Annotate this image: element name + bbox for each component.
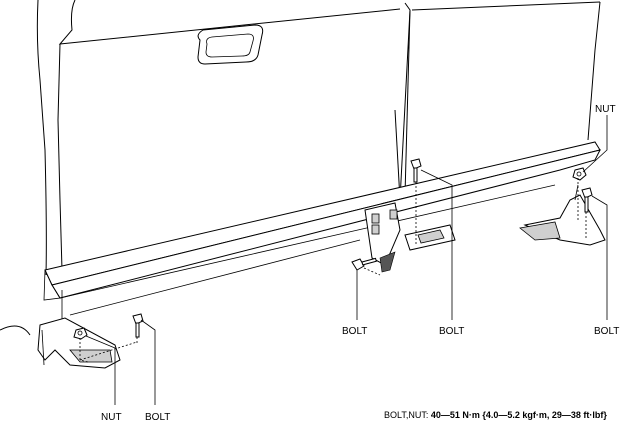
torque-specification: BOLT,NUT: 40—51 N·m {4.0—5.2 kgf·m, 29—3… [384, 410, 607, 420]
label-bolt-center-left: BOLT [342, 326, 367, 337]
vehicle-body-rear-panel [0, 0, 401, 336]
torque-spec-value: 40—51 N·m {4.0—5.2 kgf·m, 29—38 ft·lbf} [431, 410, 608, 420]
right-mounting-bracket [519, 184, 606, 246]
left-nut-icon [73, 327, 88, 340]
label-bolt-right: BOLT [594, 326, 619, 337]
side-step [43, 141, 601, 320]
center-mounting-bracket [364, 202, 456, 273]
label-bolt-center-right: BOLT [439, 326, 464, 337]
installation-paths [79, 178, 587, 363]
right-bolt-icon [581, 187, 593, 213]
right-nut-icon [572, 167, 587, 181]
label-bolt-left: BOLT [145, 412, 170, 423]
center-upper-bolt-icon [410, 158, 422, 183]
vehicle-body-front-door [394, 1, 601, 201]
label-nut-right: NUT [595, 104, 616, 115]
fasteners [73, 158, 593, 340]
label-nut-left: NUT [101, 412, 122, 423]
leader-lines [85, 115, 608, 405]
door-handle [197, 24, 264, 65]
torque-spec-prefix: BOLT,NUT: [384, 410, 431, 420]
left-bolt-icon [132, 313, 144, 338]
center-lower-bolt-icon [351, 257, 377, 271]
left-mounting-bracket [37, 317, 121, 369]
